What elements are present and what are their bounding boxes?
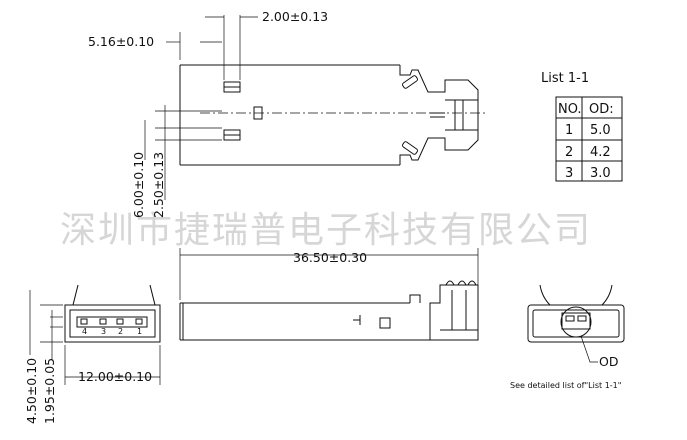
dim-2-50: 2.50±0.13: [151, 152, 166, 218]
list-table-cell: 5.0: [590, 123, 611, 138]
dim-4-50: 4.50±0.10: [24, 358, 39, 424]
pin-number: 1: [137, 327, 142, 336]
see-list-note: See detailed list of"List 1-1": [510, 381, 621, 390]
list-table-title: List 1-1: [541, 71, 589, 86]
list-table-cell: 1: [565, 123, 573, 138]
pin-number: 4: [82, 327, 87, 336]
company-watermark: 深圳市捷瑞普电子科技有限公司: [60, 210, 592, 251]
side-view: [179, 248, 479, 341]
pin-number: 3: [101, 327, 106, 336]
dim-2-00: 2.00±0.13: [262, 9, 328, 24]
list-table-cell: 2: [565, 145, 573, 160]
dim-12-00: 12.00±0.10: [78, 369, 152, 384]
dim-36-50: 36.50±0.30: [293, 250, 367, 265]
dim-6-00: 6.00±0.10: [131, 152, 146, 218]
list-table-header-od: OD:: [589, 102, 614, 117]
list-table: [555, 96, 623, 182]
list-table-cell: 3: [565, 166, 573, 181]
top-view: [144, 15, 485, 200]
dim-5-16: 5.16±0.10: [88, 34, 154, 49]
list-table-cell: 3.0: [590, 166, 611, 181]
od-label: OD: [599, 354, 618, 369]
list-table-header-no: NO.: [558, 102, 582, 117]
front-view-left: [29, 284, 161, 385]
front-view-right: [527, 284, 625, 363]
list-table-cell: 4.2: [590, 145, 611, 160]
dim-1-95: 1.95±0.05: [42, 358, 57, 424]
pin-number: 2: [118, 327, 123, 336]
